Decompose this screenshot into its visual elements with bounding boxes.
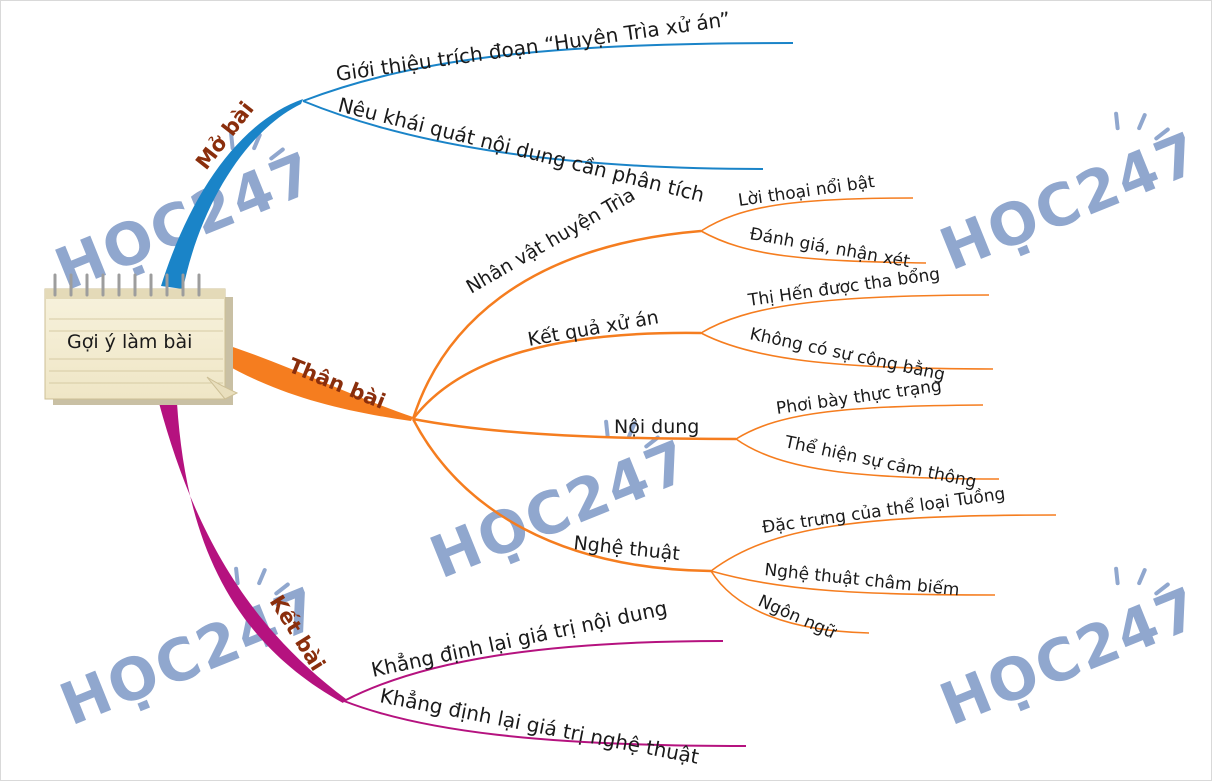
nghe-thuat-grandchild-2: Nghệ thuật châm biếm — [763, 559, 960, 600]
mo-bai-child-2: Nêu khái quát nội dung cần phân tích — [336, 93, 707, 207]
mo-bai-child-1: Giới thiệu trích đoạn “Huyện Trìa xử án” — [334, 7, 731, 86]
noi-dung-grandchild-2: Thể hiện sự cảm thông — [782, 431, 978, 492]
branch-mo-bai-stroke — [161, 99, 303, 289]
svg-text:HỌC247: HỌC247 — [931, 118, 1210, 283]
notepad-paper — [44, 288, 226, 400]
than-bai-grandchildren — [700, 197, 1057, 634]
ket-bai-child-1: Khẳng định lại giá trị nội dung — [369, 596, 669, 682]
notepad-spiral-rings — [53, 273, 201, 297]
branch-ket-bai-stroke — [159, 403, 346, 703]
branch-than-bai-stroke — [221, 343, 413, 421]
nghe-thuat-grandchild-3: Ngôn ngữ — [755, 591, 840, 643]
central-node: Gợi ý làm bài — [44, 273, 239, 405]
than-bai-child-nghe-thuat: Nghệ thuật — [572, 532, 680, 565]
watermark-5: HỌC247 — [931, 566, 1210, 739]
mo-bai-children — [302, 42, 794, 170]
watermark-4: HỌC247 — [51, 566, 330, 739]
nghe-thuat-grandchild-1: Đặc trưng của thể loại Tuồng — [761, 483, 1007, 538]
ket-bai-children — [343, 640, 747, 747]
noi-dung-grandchild-1: Phơi bày thực trạng — [775, 376, 943, 419]
nhan-vat-grandchild-1: Lời thoại nổi bật — [737, 171, 876, 211]
than-bai-child-nhan-vat: Nhân vật huyện Trìa — [463, 184, 639, 299]
central-title: Gợi ý làm bài — [67, 331, 192, 353]
than-bai-child-noi-dung: Nội dung — [614, 416, 699, 438]
than-bai-children — [411, 229, 737, 573]
ket-qua-grandchild-2: Không có sự công bằng — [748, 323, 947, 385]
nhan-vat-grandchild-2: Đánh giá, nhận xét — [748, 224, 911, 272]
than-bai-child-ket-qua: Kết quả xử án — [526, 306, 660, 351]
watermark-2: HỌC247 — [931, 111, 1210, 284]
notepad-lines — [49, 318, 223, 384]
svg-text:HỌC247: HỌC247 — [931, 573, 1210, 738]
ket-qua-grandchild-1: Thị Hến được tha bổng — [746, 263, 941, 311]
ket-bai-child-2: Khẳng định lại giá trị nghệ thuật — [378, 683, 701, 768]
